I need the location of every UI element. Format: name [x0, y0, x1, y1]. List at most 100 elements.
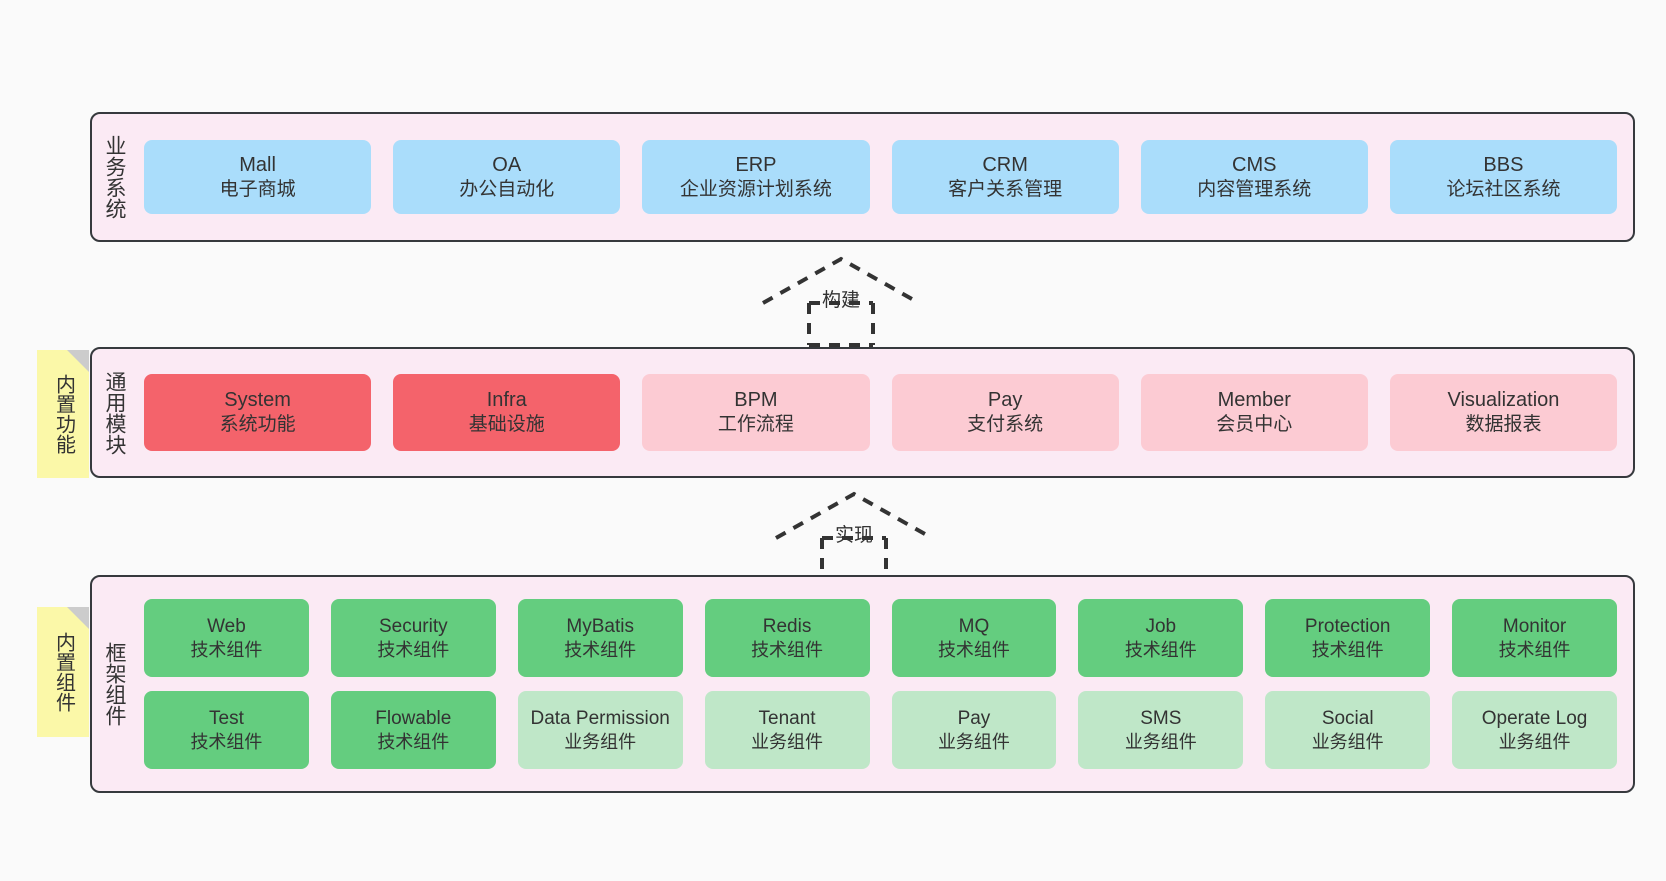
- layer-body-common: System 系统功能 Infra 基础设施 BPM 工作流程 Pay 支付系统…: [136, 349, 1633, 476]
- card-desc: 技术组件: [1311, 639, 1384, 660]
- card-data-permission[interactable]: Data Permission 业务组件: [517, 691, 683, 769]
- layer-row: System 系统功能 Infra 基础设施 BPM 工作流程 Pay 支付系统…: [144, 374, 1618, 451]
- sticky-label: 内置功能: [52, 374, 75, 454]
- card-member[interactable]: Member 会员中心: [1140, 374, 1368, 451]
- connector-label-implement: 实现: [834, 525, 873, 546]
- card-visualization[interactable]: Visualization 数据报表: [1389, 374, 1618, 451]
- card-title: ERP: [735, 153, 777, 176]
- layer-title-business: 业务系统: [103, 135, 127, 219]
- card-title: Pay: [957, 708, 991, 730]
- card-desc: 业务组件: [564, 731, 637, 752]
- card-desc: 业务组件: [937, 731, 1010, 752]
- card-title: Monitor: [1502, 616, 1567, 638]
- card-desc: 技术组件: [1124, 639, 1197, 660]
- card-cms[interactable]: CMS 内容管理系统: [1140, 140, 1368, 214]
- layer-row: Mall 电子商城 OA 办公自动化 ERP 企业资源计划系统 CRM 客户关系…: [144, 140, 1618, 214]
- card-title: Data Permission: [530, 708, 670, 730]
- card-title: Infra: [486, 389, 527, 412]
- card-title: BBS: [1483, 153, 1524, 176]
- layer-title-common: 通用模块: [103, 370, 127, 455]
- card-pay[interactable]: Pay 支付系统: [891, 374, 1119, 451]
- card-operate-log[interactable]: Operate Log 业务组件: [1452, 691, 1617, 769]
- card-web[interactable]: Web 技术组件: [144, 599, 309, 677]
- card-desc: 业务组件: [751, 731, 824, 752]
- card-title: Tenant: [758, 708, 816, 730]
- card-desc: 技术组件: [937, 639, 1010, 660]
- card-title: Flowable: [375, 708, 452, 730]
- card-desc: 支付系统: [967, 414, 1044, 436]
- layer-framework-components: 框架组件 Web 技术组件 Security 技术组件 MyBatis 技术组件…: [90, 575, 1635, 793]
- card-title: System: [224, 389, 291, 412]
- card-test[interactable]: Test 技术组件: [144, 691, 309, 769]
- card-job[interactable]: Job 技术组件: [1078, 599, 1244, 677]
- card-mall[interactable]: Mall 电子商城: [144, 140, 372, 214]
- card-pay-component[interactable]: Pay 业务组件: [891, 691, 1057, 769]
- sticky-note-builtin-components: 内置组件: [37, 607, 89, 737]
- card-title: MyBatis: [566, 616, 634, 638]
- card-mybatis[interactable]: MyBatis 技术组件: [517, 599, 683, 677]
- card-desc: 技术组件: [190, 639, 263, 660]
- card-desc: 数据报表: [1465, 414, 1542, 436]
- card-title: Visualization: [1447, 389, 1560, 412]
- card-title: CMS: [1232, 153, 1277, 176]
- layer-row: Test 技术组件 Flowable 技术组件 Data Permission …: [144, 691, 1617, 769]
- card-tenant[interactable]: Tenant 业务组件: [704, 691, 870, 769]
- card-title: MQ: [958, 616, 990, 638]
- card-desc: 系统功能: [219, 414, 296, 436]
- card-desc: 技术组件: [564, 639, 637, 660]
- card-desc: 办公自动化: [459, 178, 555, 200]
- card-title: Redis: [762, 616, 812, 638]
- layer-body-business: Mall 电子商城 OA 办公自动化 ERP 企业资源计划系统 CRM 客户关系…: [136, 114, 1633, 240]
- card-title: BPM: [734, 389, 778, 412]
- card-protection[interactable]: Protection 技术组件: [1265, 599, 1431, 677]
- card-crm[interactable]: CRM 客户关系管理: [891, 140, 1119, 214]
- card-oa[interactable]: OA 办公自动化: [393, 140, 621, 214]
- card-desc: 内容管理系统: [1197, 178, 1312, 200]
- card-title: SMS: [1140, 708, 1182, 730]
- layer-business-systems: 业务系统 Mall 电子商城 OA 办公自动化 ERP 企业资源计划系统 CRM…: [90, 112, 1635, 242]
- card-desc: 论坛社区系统: [1446, 178, 1561, 200]
- card-redis[interactable]: Redis 技术组件: [704, 599, 870, 677]
- card-flowable[interactable]: Flowable 技术组件: [330, 691, 496, 769]
- layer-body-framework: Web 技术组件 Security 技术组件 MyBatis 技术组件 Redi…: [136, 577, 1633, 791]
- card-title: CRM: [982, 153, 1028, 176]
- card-desc: 业务组件: [1498, 731, 1571, 752]
- card-title: OA: [492, 153, 522, 176]
- card-erp[interactable]: ERP 企业资源计划系统: [642, 140, 870, 214]
- card-desc: 基础设施: [468, 414, 545, 436]
- card-monitor[interactable]: Monitor 技术组件: [1452, 599, 1617, 677]
- card-desc: 企业资源计划系统: [679, 178, 832, 200]
- card-title: Job: [1145, 616, 1177, 638]
- card-desc: 技术组件: [377, 731, 450, 752]
- card-title: Social: [1321, 708, 1374, 730]
- card-bbs[interactable]: BBS 论坛社区系统: [1389, 140, 1618, 214]
- layer-title-framework: 框架组件: [103, 642, 127, 726]
- card-desc: 技术组件: [1498, 639, 1571, 660]
- card-infra[interactable]: Infra 基础设施: [393, 374, 621, 451]
- card-bpm[interactable]: BPM 工作流程: [642, 374, 870, 451]
- card-desc: 客户关系管理: [948, 178, 1063, 200]
- card-mq[interactable]: MQ 技术组件: [891, 599, 1057, 677]
- sticky-note-builtin-features: 内置功能: [37, 350, 89, 478]
- card-desc: 业务组件: [1124, 731, 1197, 752]
- card-title: Security: [378, 616, 448, 638]
- card-desc: 技术组件: [377, 639, 450, 660]
- card-social[interactable]: Social 业务组件: [1265, 691, 1431, 769]
- card-desc: 电子商城: [219, 178, 296, 200]
- card-security[interactable]: Security 技术组件: [330, 599, 496, 677]
- card-desc: 技术组件: [190, 731, 263, 752]
- connector-label-build: 构建: [821, 290, 860, 311]
- layer-row: Web 技术组件 Security 技术组件 MyBatis 技术组件 Redi…: [144, 599, 1617, 677]
- card-sms[interactable]: SMS 业务组件: [1078, 691, 1244, 769]
- card-title: Test: [209, 708, 244, 730]
- connector-implement: 实现: [774, 490, 934, 582]
- card-system[interactable]: System 系统功能: [144, 374, 372, 451]
- card-desc: 业务组件: [1311, 731, 1384, 752]
- card-desc: 技术组件: [751, 639, 824, 660]
- sticky-label: 内置组件: [52, 632, 75, 712]
- card-desc: 工作流程: [717, 414, 794, 436]
- card-title: Operate Log: [1481, 708, 1588, 730]
- connector-build: 构建: [761, 255, 921, 347]
- card-title: Mall: [239, 153, 276, 176]
